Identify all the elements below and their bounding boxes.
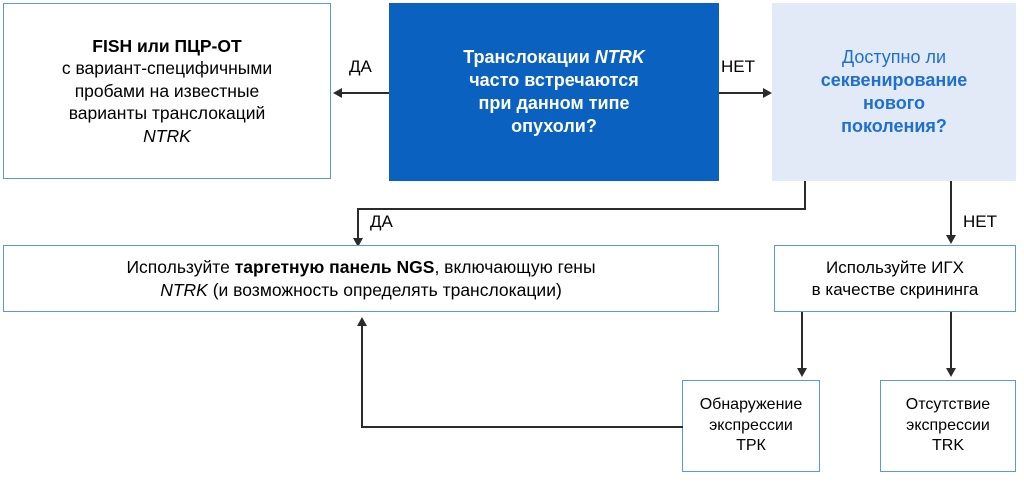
connector-yes-down-seg3 xyxy=(357,208,359,240)
connector-no-down xyxy=(950,181,952,237)
node-trk-absent: Отсутствие экспрессии TRK xyxy=(880,380,1016,472)
arrowhead-ihc-to-detected xyxy=(796,368,807,377)
node-trk-detected-line1: Обнаружение xyxy=(699,396,803,414)
connector-ihc-to-detected xyxy=(801,312,803,370)
node-trk-absent-line2: экспрессии xyxy=(906,416,990,434)
node-fish-pcr-line4: варианты транслокаций xyxy=(68,103,266,124)
node-trk-absent-line1: Отсутствие xyxy=(905,396,991,414)
node-fish-pcr-gene: NTRK xyxy=(143,125,191,146)
node-trk-detected: Обнаружение экспрессии ТРК xyxy=(682,380,820,472)
node-targeted-panel-line1b: , включающую гены xyxy=(434,257,596,278)
arrowhead-no-down xyxy=(945,235,956,244)
node-ihc-screening-line2: в качестве скрининга xyxy=(811,279,979,299)
node-ihc-screening: Используйте ИГХ в качестве скрининга xyxy=(774,245,1016,312)
node-central-question-gene: NTRK xyxy=(594,46,645,67)
edge-label-yes-left: ДА xyxy=(349,57,372,76)
edge-label-no-right: НЕТ xyxy=(721,57,755,76)
node-targeted-panel-line2rest: (и возможность определять транслокации) xyxy=(207,279,562,300)
node-ngs-question-line3: нового xyxy=(863,93,925,113)
node-ngs-question: Доступно ли секвенирование нового поколе… xyxy=(772,3,1016,181)
node-ngs-question-line1: Доступно ли xyxy=(841,46,947,67)
arrowhead-yes-left xyxy=(333,87,342,98)
connector-feedback-vertical xyxy=(361,325,363,427)
node-ngs-question-line4: поколения? xyxy=(841,116,947,137)
node-central-question-line4: опухоли? xyxy=(511,116,597,137)
node-targeted-panel-line1a: Используйте xyxy=(126,257,235,278)
node-targeted-panel: Используйте таргетную панель NGS, включа… xyxy=(3,245,719,312)
node-trk-detected-line2: экспрессии xyxy=(709,416,793,434)
edge-label-no-down: НЕТ xyxy=(963,212,997,231)
connector-yes-left xyxy=(341,92,389,94)
arrowhead-feedback-up xyxy=(356,317,367,326)
node-trk-detected-line3: ТРК xyxy=(736,437,766,455)
connector-yes-down-seg2 xyxy=(357,208,806,210)
edge-label-yes-down: ДА xyxy=(370,212,393,231)
node-fish-pcr: FISH или ПЦР-ОТ с вариант-специфичными п… xyxy=(3,3,331,179)
node-targeted-panel-emphasis: таргетную панель NGS xyxy=(234,257,435,278)
arrowhead-no-right xyxy=(763,87,772,98)
arrowhead-yes-down xyxy=(352,238,363,247)
node-targeted-panel-gene: NTRK xyxy=(160,279,208,300)
node-fish-pcr-line1: FISH или ПЦР-ОТ xyxy=(92,36,242,57)
node-fish-pcr-line2: с вариант-специфичными xyxy=(61,58,273,79)
connector-yes-down-seg1 xyxy=(804,181,806,209)
node-central-question: Транслокации NTRK часто встречаются при … xyxy=(389,3,719,181)
connector-feedback-horizontal xyxy=(361,426,683,428)
arrowhead-ihc-to-absent xyxy=(945,368,956,377)
connector-no-right xyxy=(719,92,764,94)
node-ngs-question-line2: секвенирование xyxy=(820,69,968,90)
node-fish-pcr-line3: пробами на известные xyxy=(74,80,260,101)
node-trk-absent-line3: TRK xyxy=(932,437,964,455)
node-central-question-line3: при данном типе xyxy=(478,93,630,113)
connector-ihc-to-absent xyxy=(950,312,952,370)
node-central-question-line2: часто встречаются xyxy=(469,69,639,90)
node-central-question-line1a: Транслокации xyxy=(463,46,595,67)
node-ihc-screening-line1: Используйте ИГХ xyxy=(826,257,964,277)
